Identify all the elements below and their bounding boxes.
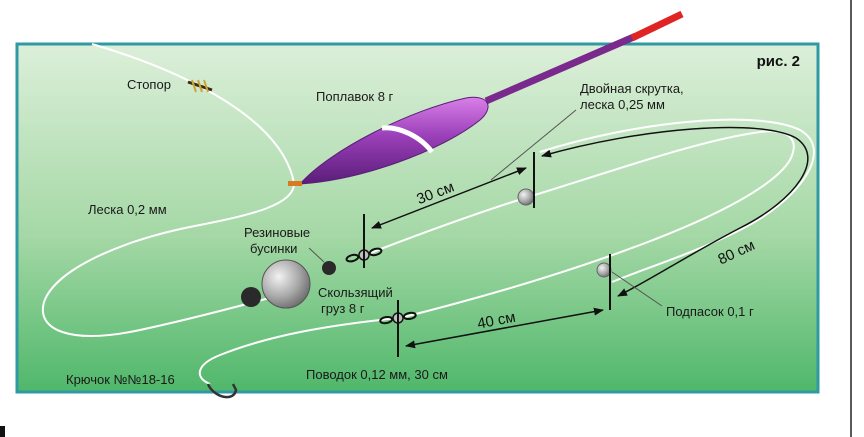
main-line-upper — [91, 43, 295, 184]
label-leader: Поводок 0,12 мм, 30 см — [306, 367, 448, 382]
corner-mark — [0, 426, 5, 437]
label-sliding-weight-1: Скользящий — [318, 285, 393, 300]
rubber-bead-right — [322, 261, 336, 275]
diagram-panel — [15, 42, 820, 394]
pointer-rubber-beads — [308, 247, 325, 263]
main-line-outer-loop — [539, 118, 815, 283]
hook — [206, 383, 238, 399]
label-stopper: Стопор — [127, 77, 171, 92]
main-line-lower — [41, 182, 301, 337]
label-bottom-weight: Подпасок 0,1 г — [666, 304, 754, 319]
figure-label: рис. 2 — [757, 53, 800, 70]
leader-line — [198, 317, 399, 385]
main-line-right-loop — [399, 130, 795, 319]
float-band — [381, 125, 434, 154]
float — [288, 10, 684, 186]
dimension-arrow-30 — [371, 167, 527, 229]
lower-bottom-weight — [596, 262, 612, 278]
pointer-double-twist — [490, 109, 577, 181]
label-double-twist-2: леска 0,25 мм — [580, 97, 665, 112]
pointer-bottom-weight — [611, 271, 663, 307]
float-stem — [484, 32, 638, 105]
label-sliding-weight-2: груз 8 г — [321, 301, 365, 316]
sliding-weight — [261, 259, 311, 309]
rubber-bead-left — [241, 287, 261, 307]
stopper-knot — [187, 79, 213, 93]
label-main-line: Леска 0,2 мм — [88, 202, 167, 217]
label-float: Поплавок 8 г — [316, 89, 394, 104]
float-antenna-tip — [630, 10, 684, 42]
upper-bottom-weight — [517, 188, 535, 206]
swivel-upper — [345, 247, 383, 263]
right-margin — [848, 0, 864, 437]
float-keel — [288, 181, 302, 186]
label-hook: Крючок №№18-16 — [66, 372, 175, 387]
dimension-arrow-40 — [405, 307, 604, 349]
label-double-twist-1: Двойная скрутка, — [580, 81, 684, 96]
label-rubber-beads-2: бусинки — [250, 241, 297, 256]
label-rubber-beads-1: Резиновые — [244, 225, 310, 240]
dimension-arrow-80 — [541, 126, 809, 297]
